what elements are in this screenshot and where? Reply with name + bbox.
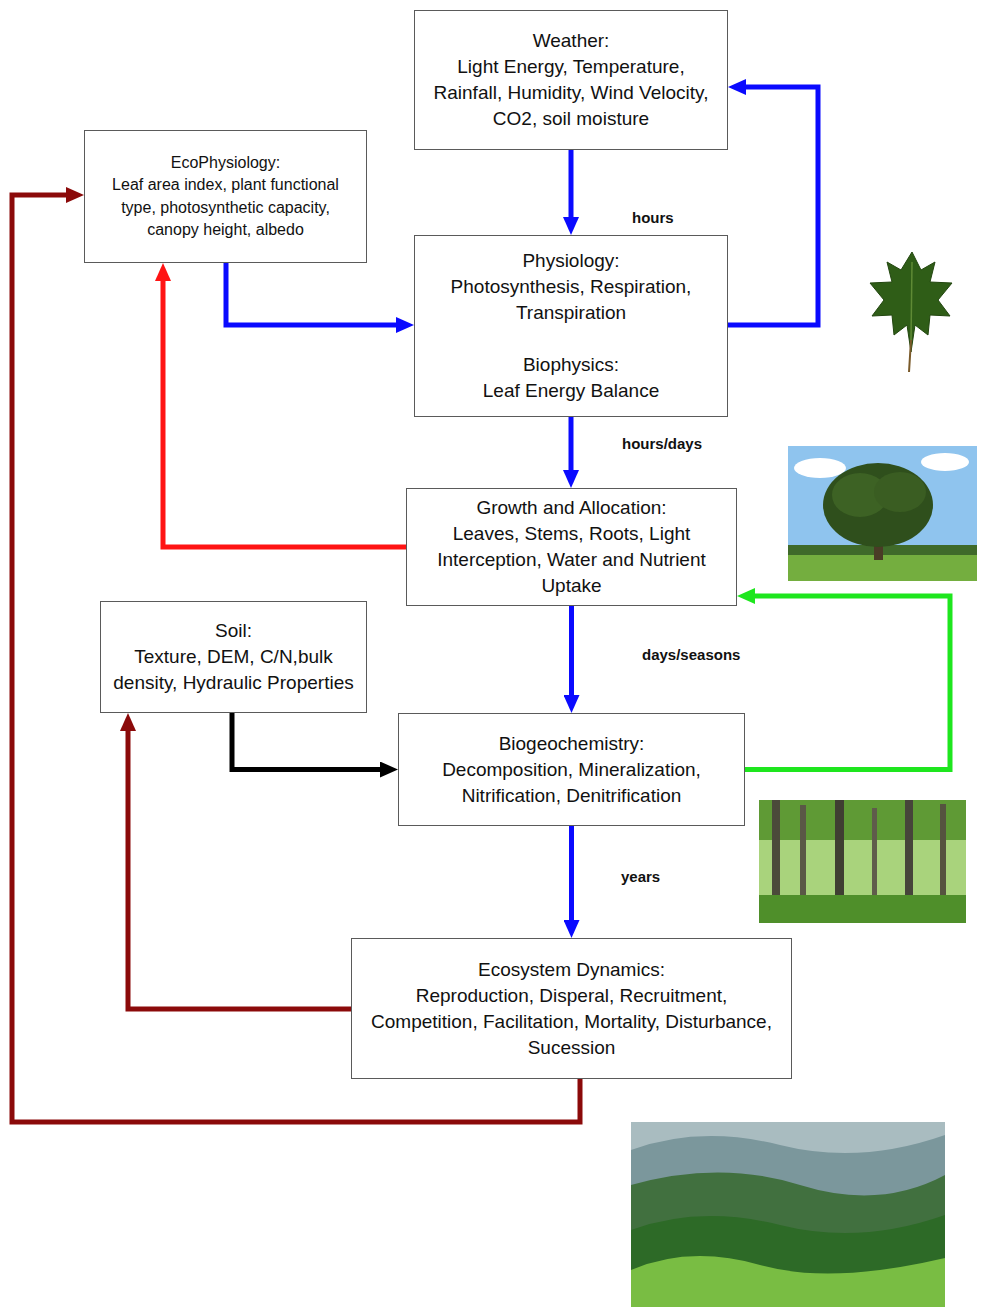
box-text: Texture, DEM, C/N,bulk density, Hydrauli…: [111, 644, 356, 696]
box-heading: Physiology:: [522, 248, 619, 274]
forest-canopy: [759, 800, 966, 840]
sky: [631, 1122, 945, 1307]
forest-photo: [759, 800, 966, 923]
forest-light: [759, 800, 966, 923]
box-text: Decomposition, Mineralization, Nitrifica…: [409, 757, 734, 809]
box-heading: Biophysics:: [523, 352, 619, 378]
box-heading: Growth and Allocation:: [476, 495, 666, 521]
sky: [788, 446, 977, 581]
box-text: Light Energy, Temperature, Rainfall, Hum…: [425, 54, 717, 132]
flow-arrow: [163, 277, 406, 547]
box-heading: Ecosystem Dynamics:: [478, 957, 665, 983]
process-box: Soil:Texture, DEM, C/N,bulk density, Hyd…: [100, 601, 367, 713]
time-scale-label: hours/days: [620, 435, 704, 452]
box-heading: Soil:: [215, 618, 252, 644]
flow-arrow: [728, 87, 818, 325]
tree-trunk: [872, 808, 877, 900]
leaf-midrib: [911, 262, 912, 340]
tree-trunk: [905, 800, 913, 910]
process-box: Growth and Allocation:Leaves, Stems, Roo…: [406, 488, 737, 606]
tree-crown: [874, 472, 926, 512]
far-hills: [631, 1135, 945, 1307]
box-heading: Weather:: [533, 28, 610, 54]
process-box: Ecosystem Dynamics:Reproduction, Dispera…: [351, 938, 792, 1079]
process-box: Physiology:Photosynthesis, Respiration, …: [414, 235, 728, 417]
cloud: [921, 453, 969, 471]
forest-floor: [759, 895, 966, 923]
flow-arrow: [232, 713, 384, 770]
time-scale-label: hours: [630, 209, 676, 226]
oak-leaf: [870, 252, 952, 372]
flow-arrow: [569, 150, 574, 221]
tree-trunk: [940, 804, 946, 904]
process-box: EcoPhysiology:Leaf area index, plant fun…: [84, 130, 367, 263]
flow-arrow: [569, 417, 574, 474]
mid-hills: [631, 1173, 945, 1307]
box-heading: EcoPhysiology:: [171, 152, 280, 175]
flow-arrow: [569, 826, 574, 924]
leaf-blade: [870, 252, 952, 352]
leaf-stem: [909, 340, 911, 372]
tree-crown: [823, 463, 933, 547]
flow-arrow: [569, 606, 574, 699]
box-heading: Biogeochemistry:: [499, 731, 645, 757]
flow-arrow: [226, 263, 400, 325]
tree-photo: [788, 446, 977, 581]
box-text: Photosynthesis, Respiration, Transpirati…: [425, 274, 717, 326]
flow-arrow: [128, 727, 351, 1009]
box-text: Leaf area index, plant functional type, …: [95, 174, 356, 242]
cloud: [794, 458, 846, 478]
process-box: Biogeochemistry:Decomposition, Mineraliz…: [398, 713, 745, 826]
box-text: Leaf Energy Balance: [483, 378, 659, 404]
landscape-photo: [631, 1122, 945, 1307]
time-scale-label: days/seasons: [640, 646, 742, 663]
connectors: [12, 87, 950, 1122]
foreground-trees: [631, 1256, 945, 1307]
box-text: Leaves, Stems, Roots, Light Interception…: [417, 521, 726, 599]
tree-trunk: [772, 800, 780, 910]
tree-trunk: [800, 805, 806, 905]
time-scale-label: years: [619, 868, 662, 885]
box-text: Reproduction, Disperal, Recruitment, Com…: [362, 983, 781, 1061]
near-forest: [631, 1215, 945, 1307]
tree-trunk: [835, 800, 844, 908]
flow-arrow: [745, 596, 950, 770]
process-box: Weather:Light Energy, Temperature, Rainf…: [414, 10, 728, 150]
